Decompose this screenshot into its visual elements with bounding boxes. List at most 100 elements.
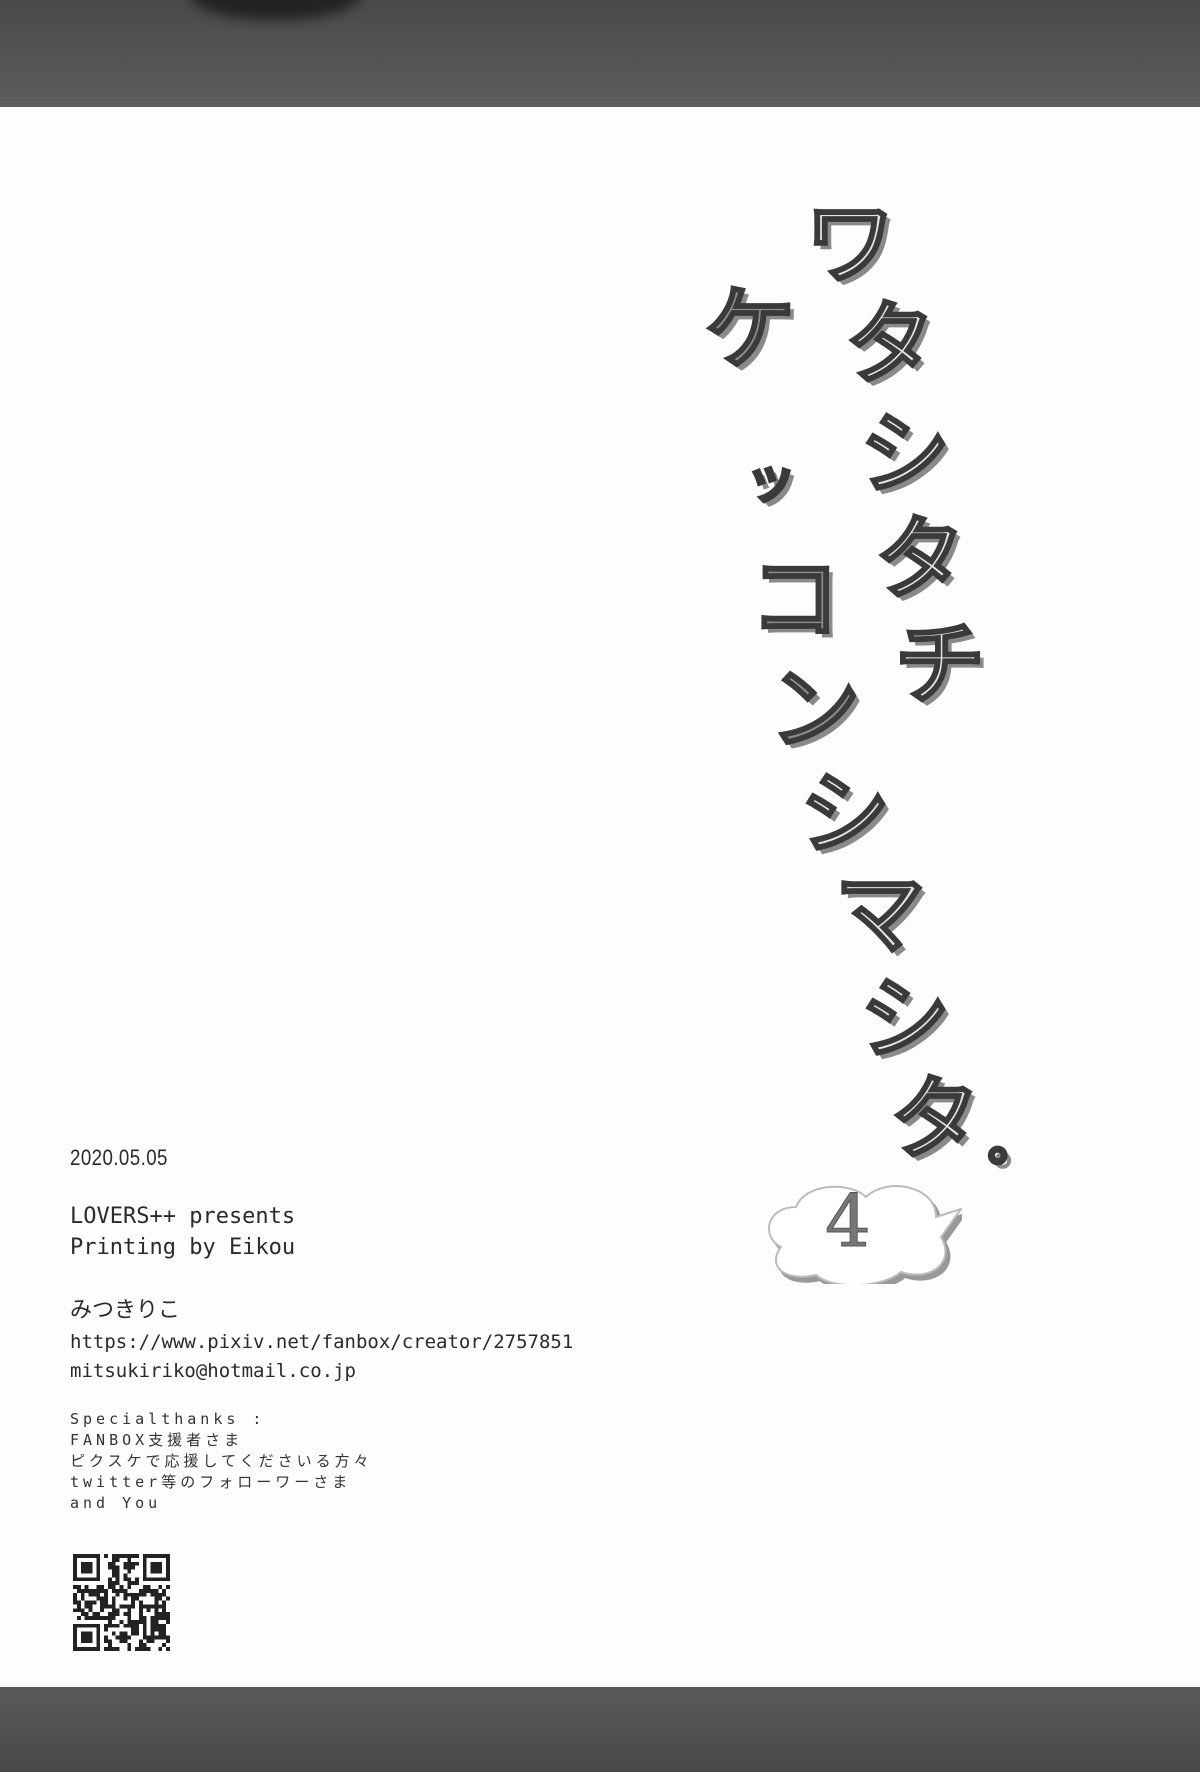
qr-module: [76, 1554, 81, 1558]
qr-module: [107, 1612, 112, 1617]
qr-module: [166, 1569, 170, 1574]
title-char: ワ: [804, 192, 897, 297]
circle-name: LOVERS++ presents: [70, 1204, 296, 1229]
qr-module: [162, 1554, 167, 1558]
qr-module: [88, 1554, 93, 1558]
qr-module: [111, 1561, 116, 1566]
qr-module: [84, 1647, 89, 1651]
qr-module: [123, 1631, 128, 1636]
qr-module: [119, 1554, 124, 1558]
qr-module: [115, 1588, 120, 1593]
qr-module: [80, 1569, 85, 1574]
qr-module: [73, 1600, 77, 1605]
qr-module: [142, 1588, 147, 1593]
qr-module: [150, 1623, 155, 1628]
qr-module: [131, 1631, 136, 1636]
qr-module: [127, 1565, 132, 1570]
qr-module: [73, 1631, 77, 1636]
qr-module: [166, 1565, 170, 1570]
qr-module: [84, 1577, 89, 1582]
qr-module: [142, 1643, 147, 1648]
qr-module: [150, 1616, 155, 1620]
qr-module: [158, 1569, 163, 1574]
qr-module: [135, 1596, 139, 1601]
qr-module: [150, 1635, 155, 1640]
qr-module: [76, 1604, 81, 1609]
qr-module: [73, 1557, 77, 1562]
qr-module: [162, 1604, 167, 1609]
qr-module: [127, 1592, 132, 1597]
qr-module: [123, 1623, 128, 1628]
qr-module: [119, 1585, 124, 1589]
qr-module: [142, 1592, 147, 1597]
qr-module: [162, 1616, 167, 1620]
qr-module: [154, 1588, 159, 1593]
qr-module: [158, 1561, 163, 1566]
qr-module: [84, 1600, 89, 1605]
qr-module: [154, 1627, 159, 1632]
qr-module: [111, 1585, 116, 1589]
title-char: タ: [889, 1067, 982, 1172]
qr-module: [135, 1619, 139, 1624]
author-name: みつきりこ: [70, 1298, 181, 1323]
qr-module: [127, 1581, 132, 1586]
qr-module: [154, 1635, 159, 1640]
qr-module: [88, 1569, 93, 1574]
qr-module: [123, 1561, 128, 1566]
qr-module: [166, 1577, 170, 1582]
qr-module: [131, 1581, 136, 1586]
qr-module: [76, 1585, 81, 1589]
qr-module: [84, 1604, 89, 1609]
qr-code-icon: [73, 1554, 170, 1651]
qr-module: [115, 1554, 120, 1558]
qr-module: [142, 1554, 147, 1558]
qr-module: [80, 1647, 85, 1651]
qr-module: [80, 1592, 85, 1597]
qr-module: [123, 1604, 128, 1609]
title-char: 。: [987, 1114, 1040, 1172]
qr-module: [158, 1604, 163, 1609]
special-thanks-item: ピクスケで応援してくださいる方々: [70, 1452, 373, 1470]
qr-module: [104, 1588, 108, 1593]
qr-module: [162, 1577, 167, 1582]
qr-module: [142, 1619, 147, 1624]
qr-module: [100, 1596, 105, 1601]
special-thanks-item: and You: [70, 1494, 162, 1512]
qr-module: [146, 1635, 151, 1640]
qr-module: [166, 1616, 170, 1620]
qr-module: [154, 1612, 159, 1617]
qr-module: [127, 1647, 132, 1651]
qr-module: [88, 1631, 93, 1636]
qr-module: [123, 1573, 128, 1578]
qr-module: [73, 1627, 77, 1632]
qr-module: [73, 1565, 77, 1570]
qr-module: [104, 1627, 108, 1632]
qr-module: [166, 1639, 170, 1644]
qr-module: [135, 1647, 139, 1651]
qr-module: [162, 1627, 167, 1632]
qr-module: [100, 1585, 105, 1589]
qr-module: [84, 1561, 89, 1566]
qr-module: [138, 1604, 143, 1609]
qr-module: [138, 1647, 143, 1651]
qr-module: [84, 1616, 89, 1620]
qr-module: [84, 1631, 89, 1636]
qr-module: [158, 1627, 163, 1632]
qr-module: [162, 1635, 167, 1640]
qr-module: [123, 1612, 128, 1617]
qr-module: [80, 1565, 85, 1570]
qr-module: [123, 1588, 128, 1593]
qr-module: [73, 1608, 77, 1613]
qr-module: [104, 1596, 108, 1601]
qr-module: [80, 1639, 85, 1644]
qr-module: [123, 1554, 128, 1558]
qr-module: [127, 1612, 132, 1617]
qr-module: [115, 1573, 120, 1578]
qr-module: [92, 1647, 97, 1651]
qr-module: [154, 1608, 159, 1613]
qr-module: [96, 1631, 101, 1636]
qr-module: [73, 1639, 77, 1644]
qr-module: [80, 1554, 85, 1558]
qr-module: [107, 1619, 112, 1624]
qr-module: [135, 1581, 139, 1586]
